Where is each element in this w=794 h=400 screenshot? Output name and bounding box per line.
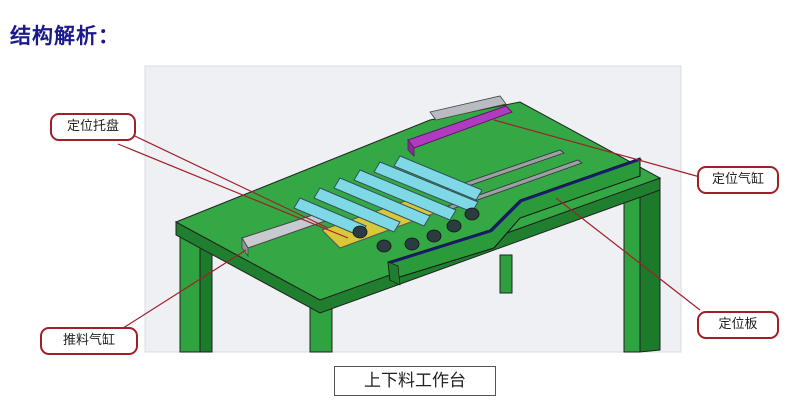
leader-lines bbox=[117, 119, 701, 331]
figure-caption: 上下料工作台 bbox=[334, 366, 496, 396]
rollers bbox=[293, 155, 483, 237]
table-leg-right-front bbox=[639, 185, 661, 353]
roller-end-caps bbox=[352, 207, 480, 253]
callout-positioning-cylinder: 定位气缸 bbox=[697, 166, 779, 194]
heading: 结构解析： bbox=[10, 24, 120, 48]
callout-push-cylinder: 推料气缸 bbox=[40, 327, 138, 355]
callout-positioning-plate: 定位板 bbox=[697, 311, 779, 339]
table-leg-back-right bbox=[499, 254, 513, 294]
callout-positioning-tray: 定位托盘 bbox=[50, 113, 136, 141]
